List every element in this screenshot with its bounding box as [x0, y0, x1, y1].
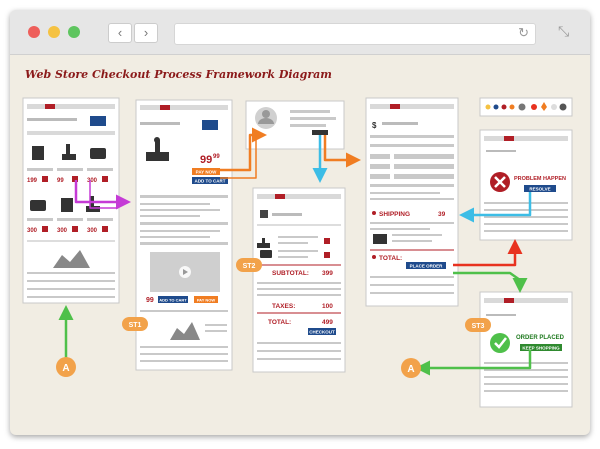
catalog-price: 300 — [87, 178, 98, 184]
diagram-title: Web Store Checkout Process Framework Dia… — [25, 68, 332, 81]
expand-icon[interactable]: ⤡ — [558, 23, 570, 39]
flow-arrows — [58, 127, 532, 376]
arrow-review-to-placed — [453, 271, 528, 293]
browser-window: ‹ › ↻ ⤡ Web Store Checkout Process Frame… — [10, 10, 590, 435]
product-price: 99 — [200, 154, 212, 166]
success-icon — [490, 333, 510, 353]
browser-toolbar: ‹ › ↻ ⤡ — [10, 10, 590, 55]
chart-thumbnail-icon — [53, 250, 90, 268]
joystick-icon — [62, 144, 76, 160]
product-page: 99 99 PAY NOW ADD TO CART 99 ADD TO CART… — [135, 99, 233, 371]
pay-now-label: PAY NOW — [196, 170, 217, 175]
start-marker: A — [56, 357, 76, 377]
checkout-diagram: 199 99 300 300 300 300 99 99 — [22, 97, 573, 408]
subtotal-label: SUBTOTAL: — [272, 270, 309, 277]
add-to-cart-button[interactable] — [158, 296, 188, 303]
review-total-label: TOTAL: — [379, 255, 402, 262]
pay-now-label: PAY NOW — [197, 298, 216, 303]
problem-title: PROBLEM HAPPEN — [514, 176, 566, 182]
account-card — [245, 100, 345, 150]
minimize-dot[interactable] — [48, 26, 60, 38]
play-icon[interactable] — [183, 269, 188, 275]
resolve-button[interactable] — [524, 185, 556, 192]
product-price-cents: 99 — [213, 154, 220, 160]
total-value: 499 — [322, 319, 333, 326]
cart-icon — [90, 116, 106, 126]
start-label: A — [62, 363, 69, 374]
maximize-dot[interactable] — [68, 26, 80, 38]
arrow-resolve-to-review — [459, 192, 532, 223]
status-icon-strip — [479, 97, 573, 117]
stage-badge-st1: ST1 — [122, 317, 148, 331]
joystick-icon — [146, 140, 169, 161]
dollar-icon: $ — [372, 121, 377, 130]
address-bar[interactable]: ↻ — [174, 23, 536, 45]
shipping-label: SHIPPING — [379, 211, 410, 218]
checkout-button[interactable] — [308, 328, 336, 335]
arrow-placed-to-end — [415, 350, 532, 376]
catalog-price: 300 — [27, 228, 38, 234]
keep-shopping-label: KEEP SHOPPING — [522, 346, 560, 351]
user-avatar-icon — [262, 110, 270, 118]
subtotal-value: 399 — [322, 270, 333, 277]
second-price: 99 — [146, 297, 154, 304]
arrow-review-to-problem — [453, 239, 523, 267]
problem-page: PROBLEM HAPPEN RESOLVE — [479, 129, 573, 241]
forward-button[interactable]: › — [134, 23, 158, 43]
stage-badge-st3: ST3 — [465, 318, 491, 332]
stage-label: ST2 — [243, 263, 256, 270]
play-icon — [559, 103, 567, 111]
taxes-label: TAXES: — [272, 303, 295, 310]
review-page: $ SHIPPING 39 TOTAL: PLACE ORDER — [365, 97, 459, 307]
total-label: TOTAL: — [268, 319, 291, 326]
cart-page: SUBTOTAL: 399 TAXES: 100 TOTAL: 499 CHEC… — [252, 187, 346, 373]
cart-icon — [202, 120, 218, 130]
arrow-catalog-to-product — [74, 180, 131, 210]
end-label: A — [407, 364, 414, 375]
pay-now-button[interactable] — [194, 296, 218, 303]
stage-label: ST1 — [129, 322, 142, 329]
shipping-value: 39 — [438, 211, 446, 218]
chart-thumbnail-icon — [170, 322, 200, 340]
catalog-price: 300 — [87, 228, 98, 234]
cart-icon — [260, 210, 268, 218]
stage-badge-st2: ST2 — [236, 258, 262, 272]
catalog-price: 300 — [57, 228, 68, 234]
place-order-label: PLACE ORDER — [410, 264, 444, 269]
joystick-icon — [257, 238, 270, 248]
arrow-account-to-review — [323, 135, 361, 168]
close-dot[interactable] — [28, 26, 40, 38]
catalog-page: 199 99 300 300 300 300 — [22, 97, 120, 304]
add-to-cart-label: ADD TO CART — [159, 298, 187, 303]
checkout-label: CHECKOUT — [309, 330, 335, 335]
calculator-icon — [32, 146, 44, 160]
back-button[interactable]: ‹ — [108, 23, 132, 43]
camera-icon — [90, 148, 106, 159]
place-order-button[interactable] — [406, 262, 446, 269]
catalog-price: 199 — [27, 178, 38, 184]
add-to-cart-button[interactable] — [192, 177, 228, 184]
taxes-value: 100 — [322, 303, 333, 310]
stage-label: ST3 — [472, 323, 485, 330]
keep-shopping-button[interactable] — [520, 344, 562, 351]
reload-icon[interactable]: ↻ — [518, 25, 529, 40]
credit-card-icon — [373, 234, 387, 244]
add-to-cart-label: ADD TO CART — [195, 179, 226, 184]
end-marker: A — [401, 358, 421, 378]
pay-now-button[interactable] — [192, 168, 220, 175]
resolve-label: RESOLVE — [529, 187, 550, 192]
camera-icon — [260, 250, 272, 258]
catalog-price: 99 — [57, 178, 64, 184]
order-placed-title: ORDER PLACED — [516, 335, 565, 341]
order-placed-page: ORDER PLACED KEEP SHOPPING — [479, 291, 573, 408]
